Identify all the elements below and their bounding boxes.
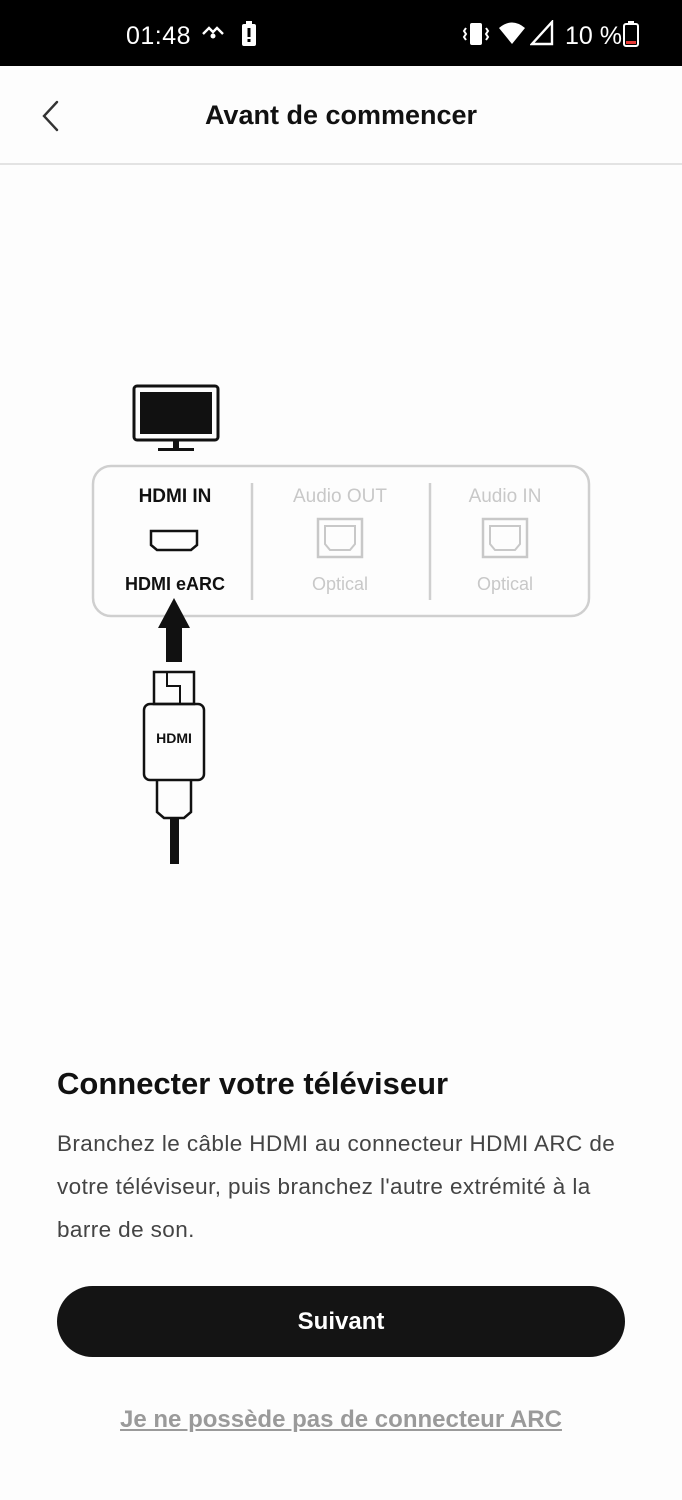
- battery-low-icon: [622, 20, 640, 53]
- next-button[interactable]: Suivant: [57, 1286, 625, 1357]
- battery-percent: 10 %: [565, 22, 622, 50]
- arrow-up-icon: [158, 598, 190, 662]
- section-body: Branchez le câble HDMI au connecteur HDM…: [57, 1131, 616, 1242]
- port-audio-out-bottom-label: Optical: [312, 574, 368, 594]
- port-audio-in-top-label: Audio IN: [469, 486, 542, 507]
- optical-port-icon: [481, 517, 529, 559]
- section-title: Connecter votre téléviseur: [57, 1066, 449, 1101]
- link-icon: [200, 20, 226, 51]
- app-header: Avant de commencer: [0, 66, 682, 165]
- status-time: 01:48: [126, 22, 192, 50]
- port-hdmi-top-label: HDMI IN: [139, 486, 212, 507]
- status-bar: 01:48 10 %: [0, 0, 682, 66]
- connection-illustration: HDMI IN HDMI eARC Audio OUT Optical Audi…: [91, 384, 591, 864]
- vibrate-icon: [462, 20, 490, 53]
- alert-battery-icon: [240, 20, 258, 53]
- cell-signal-icon: [529, 18, 554, 51]
- port-hdmi-bottom-label: HDMI eARC: [125, 574, 225, 594]
- wifi-icon: [498, 20, 526, 51]
- no-arc-connector-link[interactable]: Je ne possède pas de connecteur ARC: [120, 1406, 562, 1433]
- tv-icon: [132, 384, 220, 451]
- back-button[interactable]: [30, 94, 74, 138]
- port-audio-out-top-label: Audio OUT: [293, 486, 387, 507]
- page-title: Avant de commencer: [204, 100, 478, 130]
- optical-port-icon: [316, 517, 364, 559]
- chevron-left-icon: [42, 100, 59, 132]
- port-panel: [91, 464, 591, 618]
- port-audio-in-bottom-label: Optical: [477, 574, 533, 594]
- hdmi-cable-icon: HDMI: [142, 670, 206, 864]
- hdmi-port-icon: [149, 529, 199, 552]
- cable-label: HDMI: [156, 730, 192, 746]
